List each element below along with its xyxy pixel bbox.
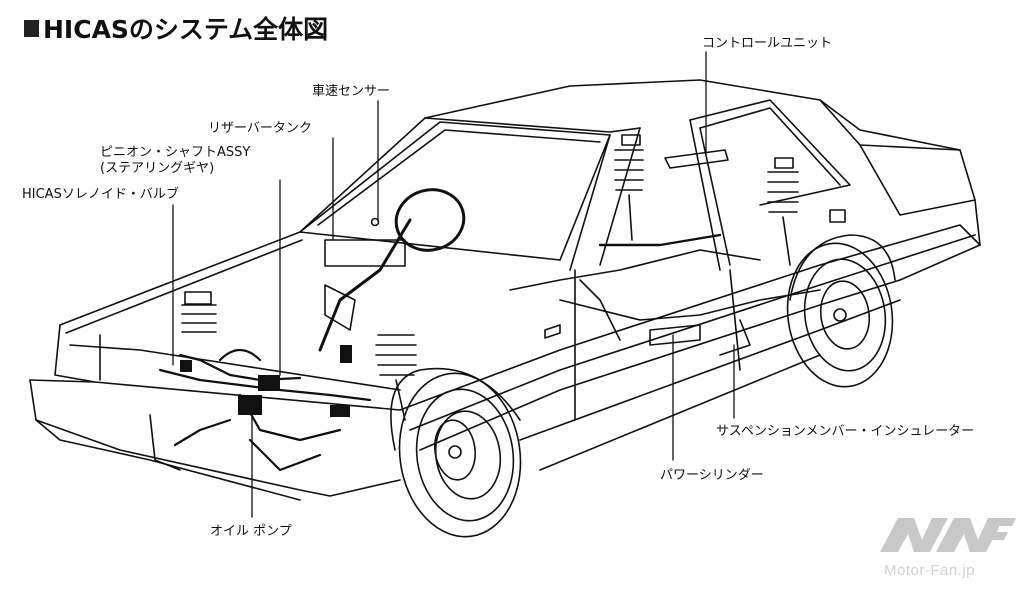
label-reservoir-tank: リザーバータンク: [208, 121, 312, 136]
steering-assembly: [318, 188, 466, 352]
label-oil-pump: オイル ポンプ: [210, 524, 292, 539]
label-power-cylinder: パワーシリンダー: [660, 468, 764, 483]
rear-coil-springs: [614, 134, 799, 266]
car-body: [29, 79, 981, 501]
engine-bay-fill: [180, 345, 352, 417]
rear-subframe: [509, 233, 821, 356]
front-struts: [181, 291, 417, 421]
label-control-unit: コントロールユニット: [702, 36, 833, 51]
label-hicas-solenoid-valve: HICASソレノイド・バルブ: [22, 187, 179, 202]
label-pinion-shaft-line1: ピニオン・シャフトASSY: [100, 145, 251, 160]
watermark-text: Motor-Fan.jp: [884, 562, 976, 579]
motorfan-logo-icon: [880, 518, 1016, 552]
leader-lines: [172, 51, 735, 518]
diagram-title: HICASのシステム全体図: [24, 10, 328, 46]
rear-wheel: [786, 234, 896, 388]
front-wheel: [390, 367, 522, 538]
label-suspension-member-insulator: サスペンションメンバー・インシュレーター: [716, 424, 975, 439]
diagram-title-text: HICASのシステム全体図: [43, 15, 329, 44]
label-pinion-shaft-line2: (ステアリングギヤ): [100, 161, 215, 176]
square-bullet-icon: [24, 19, 39, 37]
label-vehicle-speed-sensor: 車速センサー: [312, 84, 391, 99]
control-unit-box: [664, 149, 729, 169]
